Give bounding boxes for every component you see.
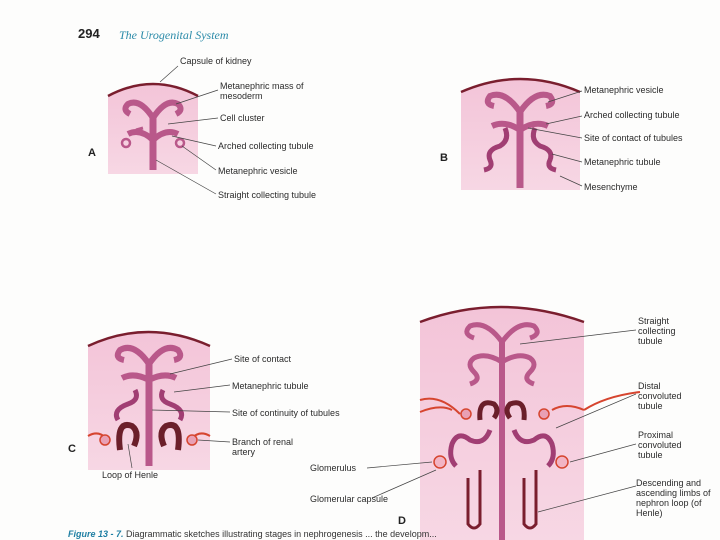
panel-d-letter: D [398,515,406,527]
panel-c-letter: C [68,443,76,455]
label-mesenchyme: Mesenchyme [584,182,638,192]
panel-a-diagram [108,66,218,194]
label-metanephric-mass: Metanephric mass of mesoderm [220,81,310,101]
label-site-of-contact-of-tubules: Site of contact of tubules [584,133,683,143]
figure-caption: Figure 13 - 7. Diagrammatic sketches ill… [68,529,437,539]
panel-c-diagram [88,332,232,470]
label-metanephric-vesicle-b: Metanephric vesicle [584,85,664,95]
label-site-of-contact: Site of contact [234,354,291,364]
label-arched-collecting-tubule-a: Arched collecting tubule [218,141,314,151]
panel-a-letter: A [88,147,96,159]
label-arched-collecting-tubule-b: Arched collecting tubule [584,110,680,120]
label-glomerulus: Glomerulus [310,463,356,473]
panel-b-diagram [461,79,582,190]
label-metanephric-tubule-c: Metanephric tubule [232,381,309,391]
label-capsule-of-kidney: Capsule of kidney [180,56,252,66]
label-metanephric-vesicle-a: Metanephric vesicle [218,166,298,176]
label-loop-of-henle: Loop of Henle [102,470,158,480]
figure-number: Figure 13 - 7. [68,529,124,539]
label-straight-collecting-tubule-d: Straight collecting tubule [638,316,698,346]
label-metanephric-tubule-b: Metanephric tubule [584,157,661,167]
label-branch-of-renal-artery: Branch of renal artery [232,437,294,457]
label-distal-convoluted-tubule: Distal convoluted tubule [638,381,698,411]
figure-caption-text: Diagrammatic sketches illustrating stage… [126,529,437,539]
label-proximal-convoluted-tubule: Proximal convoluted tubule [638,430,698,460]
label-cell-cluster: Cell cluster [220,113,265,123]
panel-d-diagram [367,307,640,540]
panel-b-letter: B [440,152,448,164]
label-limbs-of-nephron-loop: Descending and ascending limbs of nephro… [636,478,716,518]
label-site-of-continuity: Site of continuity of tubules [232,408,340,418]
label-straight-collecting-tubule-a: Straight collecting tubule [218,190,316,200]
label-glomerular-capsule: Glomerular capsule [310,494,388,504]
